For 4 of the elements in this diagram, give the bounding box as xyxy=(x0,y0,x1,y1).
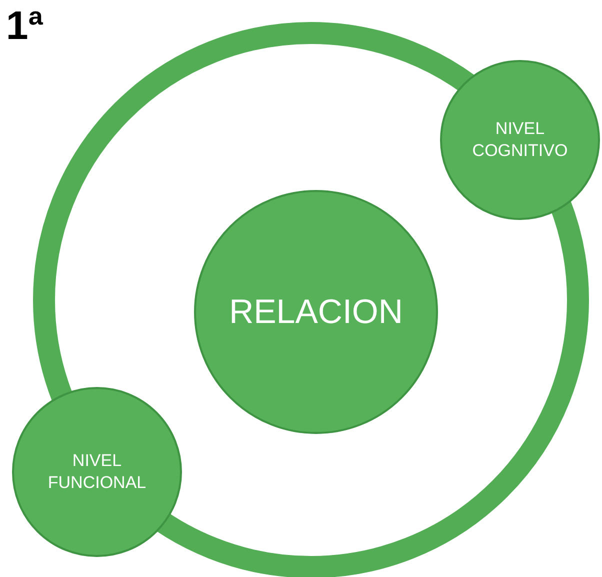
node-label: RELACION xyxy=(229,292,403,333)
node-label: NIVEL COGNITIVO xyxy=(471,118,569,162)
node-label: NIVEL FUNCIONAL xyxy=(46,450,148,494)
heading-number: 1ª xyxy=(6,4,44,49)
